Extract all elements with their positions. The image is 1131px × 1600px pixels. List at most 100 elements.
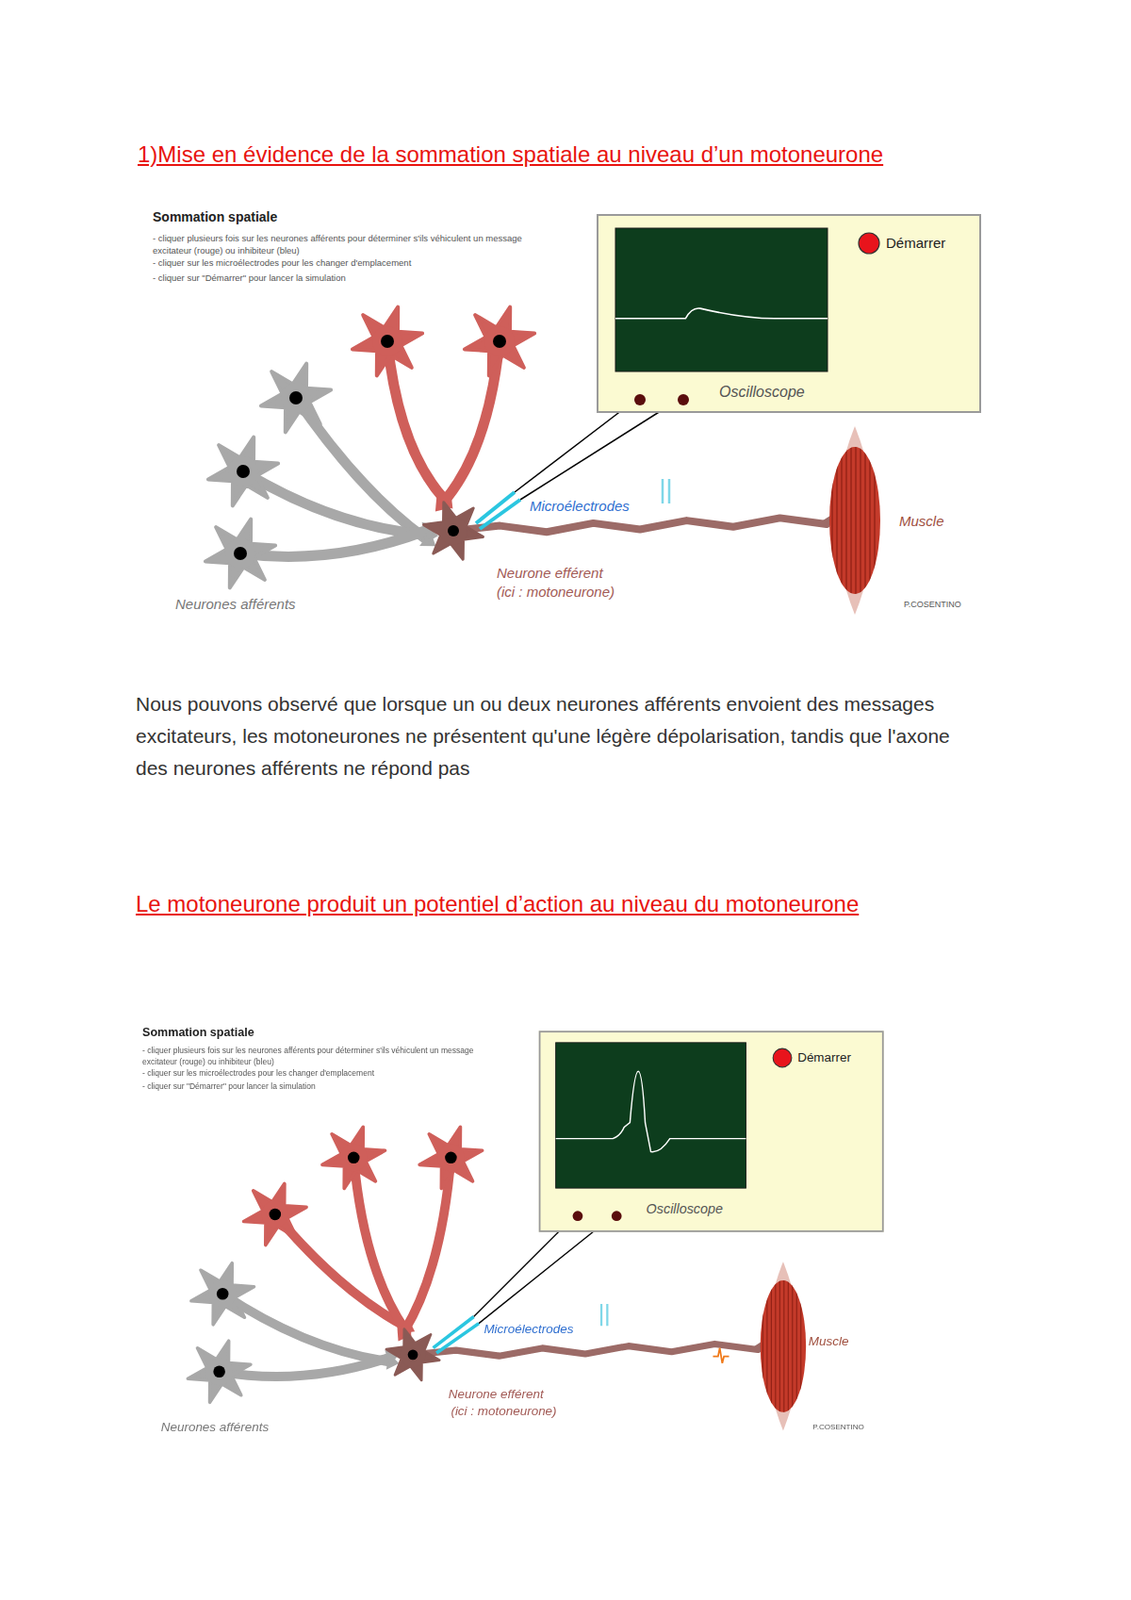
instruction-note: - cliquer sur les microélectrodes pour l… [142,1066,476,1079]
axon [243,471,426,535]
simulation-screenshot: DémarrerOscilloscope Sommation spatiale - … [142,1024,903,1448]
neuron-soma [225,538,256,569]
neuron-label: Neurone efférent [496,564,604,581]
stimulation-electrode [606,1303,608,1326]
motoneuron-body [424,502,484,560]
neuron-nucleus [347,1151,361,1164]
stimulation-electrode [661,478,665,504]
muscle-fibre [854,444,856,596]
oscilloscope-trace [615,308,828,319]
oscilloscope-trace [556,1070,747,1151]
muscle-fibre [850,444,852,596]
neuron-nucleus [213,1364,226,1377]
neuron-nucleus [216,1287,230,1300]
neuron-body [205,519,276,589]
muscle-fibre [873,444,875,596]
neuron-label: Neurones afférents [161,1418,269,1433]
neuron-soma [484,326,515,357]
neuron-soma [209,1279,237,1308]
neuron-label: (ici : motoneurone) [496,583,615,600]
muscle-fibre [835,444,837,596]
neuron-body [244,1182,308,1245]
neuron-soma [437,1143,465,1171]
body-paragraph: Nous pouvons observé que lorsque un ou d… [135,688,975,785]
muscle-fibre [783,1278,785,1414]
muscle-fibre [762,1278,764,1414]
efferent-axon [453,517,827,532]
muscle-fibre [859,444,861,596]
terminal [573,1210,584,1221]
muscle-fibres [762,1278,801,1414]
muscle-fibres [832,444,875,596]
neuron-nucleus [236,464,250,478]
muscle-fibre [868,444,870,596]
motoneuron-nucleus [408,1348,419,1360]
wire [520,397,682,500]
panel-label: Oscilloscope [646,1200,723,1216]
neuron-nucleus [492,334,507,348]
neuron-nucleus [289,391,303,405]
neuron-label: (ici : motoneurone) [450,1403,557,1418]
credit-watermark: P.COSENTINO [812,1422,865,1431]
axon [353,1157,405,1328]
muscle-fibre [840,444,842,596]
neuron-nucleus [269,1208,282,1221]
muscle-fibre [774,1278,776,1414]
muscle-fibre [787,1278,789,1414]
neuron-label: Neurones afférents [175,595,296,612]
oscilloscope-screen [556,1042,747,1188]
motoneuron-soma [439,516,468,545]
neuron-body [187,1340,251,1402]
terminal [634,393,646,406]
muscle-fibre [831,444,833,596]
motoneuron-body [386,1328,440,1380]
section-heading: 1)Mise en évidence de la sommation spati… [137,136,1081,173]
microelectrode [479,499,521,529]
muscle-label: Muscle [808,1332,850,1347]
instruction-note: - cliquer plusieurs fois sur les neurone… [142,1045,476,1067]
button-label: Démarrer [885,234,946,251]
instruction-note: - cliquer sur "Démarrer" pour lancer la … [152,271,525,284]
motoneuron-soma [400,1341,427,1367]
oscilloscope-screen [615,228,828,372]
muscle-fibre [796,1278,798,1414]
neuron-nucleus [380,334,394,348]
impulse-spark [712,1347,729,1363]
stimulation-electrode [668,478,672,504]
neuron-soma [205,1357,233,1385]
neuron-soma [340,1143,368,1171]
neuron-body [419,1126,483,1188]
neuron-soma [280,382,312,413]
oscilloscope-panel: DémarrerOscilloscope [539,1030,885,1231]
electrode-label: Microélectrodes [529,497,630,514]
neuron-body [464,307,535,377]
stimulation-electrode [600,1303,603,1326]
neuron-nucleus [233,546,247,560]
neuron-body [352,307,423,377]
muscle-fibre [791,1278,793,1414]
neuron-label: Neurone efférent [448,1385,544,1400]
simulation-screenshot: DémarrerOscilloscopeSommation spatiale- … [152,209,1001,681]
axon [387,341,444,499]
neuron-body [191,1262,255,1325]
instruction-note: - cliquer sur "Démarrer" pour lancer la … [142,1080,476,1092]
motoneuron-nucleus [447,524,459,537]
simulation-title: Sommation spatiale [142,1024,255,1038]
button-label: Démarrer [797,1049,852,1065]
panel-label: Oscilloscope [719,383,805,401]
neuron-soma [261,1200,289,1229]
muscle-fibre [770,1278,772,1414]
instruction-note: - cliquer sur les microélectrodes pour l… [152,256,525,269]
start-button [858,232,880,254]
terminal [677,393,689,406]
muscle-fibre [766,1278,768,1414]
muscle-fibre [779,1278,781,1414]
muscle-fibre [800,1278,802,1414]
efferent-axon [412,1343,758,1356]
neuron-body [261,363,331,433]
oscilloscope-panel: DémarrerOscilloscope [596,213,982,413]
neuron-body [208,437,279,507]
start-button [772,1048,792,1067]
instruction-note: - cliquer plusieurs fois sur les neurone… [152,231,525,257]
neuron-body [322,1126,386,1188]
